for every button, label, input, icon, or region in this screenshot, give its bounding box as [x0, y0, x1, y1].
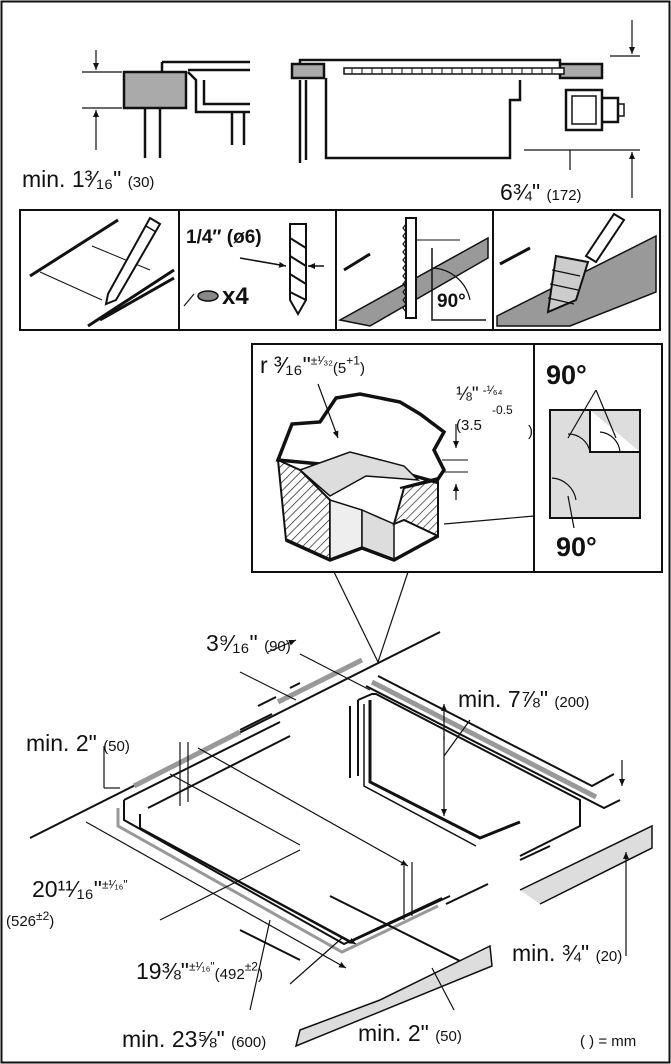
depth-mm-tolerance: -0.5 — [492, 403, 513, 417]
depth-dimension: ⅛" -¹⁄₆₄ — [456, 384, 503, 404]
top-left-dimension: min. 1³⁄₁₆" (30) — [22, 168, 154, 191]
edge-distance-mm: (90) — [264, 638, 291, 655]
radius-value: r ³⁄₁₆" — [260, 352, 311, 378]
cooktop-edge-section — [82, 50, 250, 158]
top-left-dim-mm: (30) — [127, 174, 155, 191]
side-min-dimension: min. 2" (50) — [26, 732, 130, 755]
radius-mm-close: ) — [359, 360, 365, 377]
drill-size-label: 1/4″ (ø6) — [186, 228, 262, 247]
front-min-value: min. 2" — [358, 1020, 429, 1046]
side-min-mm: (50) — [103, 738, 130, 755]
depth-value: ⅛" — [456, 384, 479, 405]
radius-tolerance: ±¹⁄₃₂ — [310, 353, 333, 368]
rear-min-value: min. 7⅞" — [458, 686, 548, 712]
corner-block — [275, 383, 535, 562]
radius-mm: (5 — [332, 360, 347, 377]
depth-mm: (3.5 — [456, 417, 482, 434]
cutout-width-mm: (492 — [214, 966, 245, 983]
depth-mm-close: ) — [528, 423, 533, 440]
side-min-value: min. 2" — [26, 730, 97, 756]
thickness-min-value: min. ¾" — [512, 940, 590, 966]
cutout-depth-mm-tolerance: ±2 — [36, 909, 50, 923]
cutout-width-mm-close: ) — [257, 966, 263, 983]
drill-size-mm: (ø6) — [226, 227, 262, 248]
cutout-width-tolerance: ±¹⁄₁₆" — [188, 959, 215, 974]
thickness-min-mm: (20) — [595, 948, 623, 965]
cutout-depth-value: 20¹¹⁄₁₆" — [32, 876, 102, 902]
top-left-dim-value: min. 1³⁄₁₆" — [22, 166, 122, 192]
drill-count-label: x4 — [222, 283, 249, 310]
front-min-dimension: min. 2" (50) — [358, 1022, 462, 1045]
cutout-width-value: 19⅜" — [136, 958, 189, 984]
radius-dimension: r ³⁄₁₆"±¹⁄₃₂(5+1) — [260, 354, 365, 377]
cutout-width-mm-tolerance: ±2 — [244, 959, 258, 974]
radius-mm-tolerance: +1 — [346, 353, 360, 368]
cutout-depth-mm-label: (526±2) — [6, 910, 54, 929]
thickness-min-dimension: min. ¾" (20) — [512, 942, 622, 965]
edge-distance-value: 3⁹⁄₁₆" — [206, 630, 258, 656]
cutout-depth-dimension: 20¹¹⁄₁₆"±¹⁄₁₆" — [32, 878, 128, 901]
top-right-dim-mm: (172) — [546, 187, 582, 204]
counter-depth-dimension: min. 23⅝" (600) — [122, 1028, 266, 1051]
step-saw — [337, 217, 489, 327]
cutout-width-dimension: 19⅜"±¹⁄₁₆"(492±2) — [136, 960, 263, 983]
detail-callout — [333, 571, 409, 664]
cutout-depth-tolerance: ±¹⁄₁₆" — [101, 877, 128, 892]
saw-angle-label: 90° — [437, 291, 466, 312]
steps-strip — [19, 209, 661, 331]
rear-min-dimension: min. 7⅞" (200) — [458, 688, 589, 711]
counter-depth-value: min. 23⅝" — [122, 1026, 225, 1052]
front-min-mm: (50) — [435, 1028, 462, 1045]
step-drill — [183, 223, 324, 317]
top-right-dim-value: 6¾" — [500, 179, 541, 205]
angle-top-label: 90° — [546, 360, 587, 390]
drill-size-value: 1/4″ — [186, 227, 222, 248]
cutout-depth-mm: (526 — [6, 913, 37, 930]
corner-angle-detail — [549, 389, 641, 529]
angle-bottom-label: 90° — [556, 532, 597, 562]
unit-note: ( ) = mm — [580, 1033, 637, 1050]
cooktop-side-section — [290, 20, 640, 198]
depth-tolerance: -¹⁄₆₄ — [482, 383, 503, 397]
cutout-depth-mm-close: ) — [49, 913, 55, 930]
countertop-cutout — [29, 631, 653, 1048]
step-marking — [29, 216, 175, 328]
edge-distance-dimension: 3⁹⁄₁₆" (90) — [206, 632, 291, 655]
counter-depth-mm: (600) — [231, 1034, 267, 1051]
step-brush — [496, 212, 657, 327]
top-right-dimension: 6¾" (172) — [500, 181, 582, 204]
rear-min-mm: (200) — [554, 694, 590, 711]
